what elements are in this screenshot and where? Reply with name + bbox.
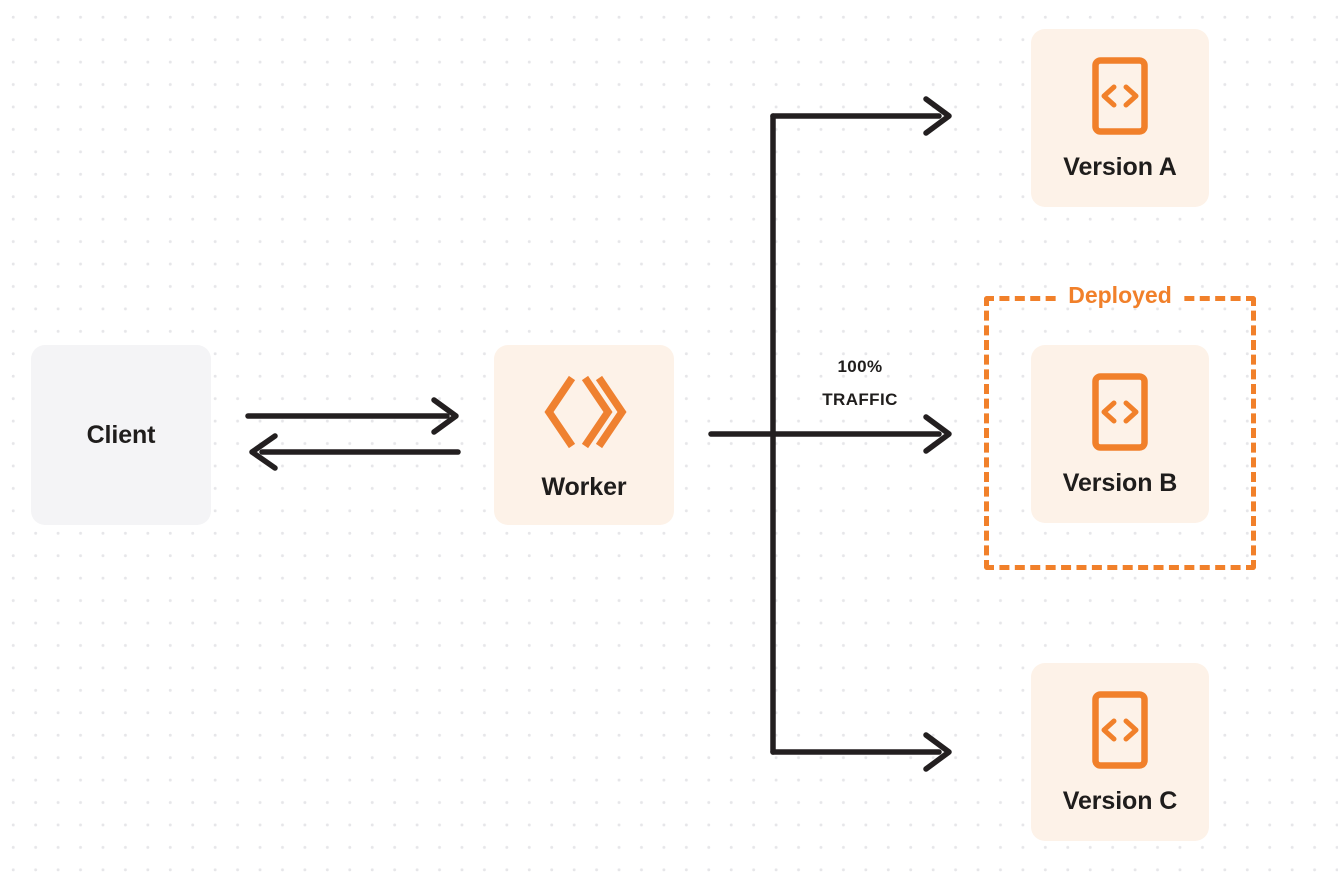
code-file-icon: [1092, 56, 1148, 135]
version-b-label: Version B: [1062, 468, 1178, 497]
worker-label: Worker: [541, 472, 627, 501]
edge-to-version-c: [770, 732, 952, 772]
client-label: Client: [86, 420, 156, 449]
deployed-group-label: Deployed: [1058, 284, 1182, 307]
node-version-b[interactable]: Version B: [1031, 345, 1209, 523]
cloudflare-workers-logo-icon: [540, 371, 628, 453]
traffic-percent: 100%: [837, 357, 883, 376]
version-a-label: Version A: [1063, 152, 1177, 181]
edge-worker-to-client: [249, 433, 461, 471]
deployed-group: Deployed: [984, 284, 1256, 570]
node-version-a[interactable]: Version A: [1031, 29, 1209, 207]
version-c-label: Version C: [1062, 786, 1178, 815]
edge-to-version-a: [770, 96, 952, 136]
edge-worker-trunk: [708, 414, 952, 454]
node-worker[interactable]: Worker: [494, 345, 674, 525]
code-file-icon: [1092, 690, 1148, 769]
traffic-word: TRAFFIC: [822, 390, 898, 410]
node-version-c[interactable]: Version C: [1031, 663, 1209, 841]
code-file-icon: [1092, 372, 1148, 451]
node-client[interactable]: Client: [31, 345, 211, 525]
traffic-label: 100% TRAFFIC: [790, 350, 930, 416]
